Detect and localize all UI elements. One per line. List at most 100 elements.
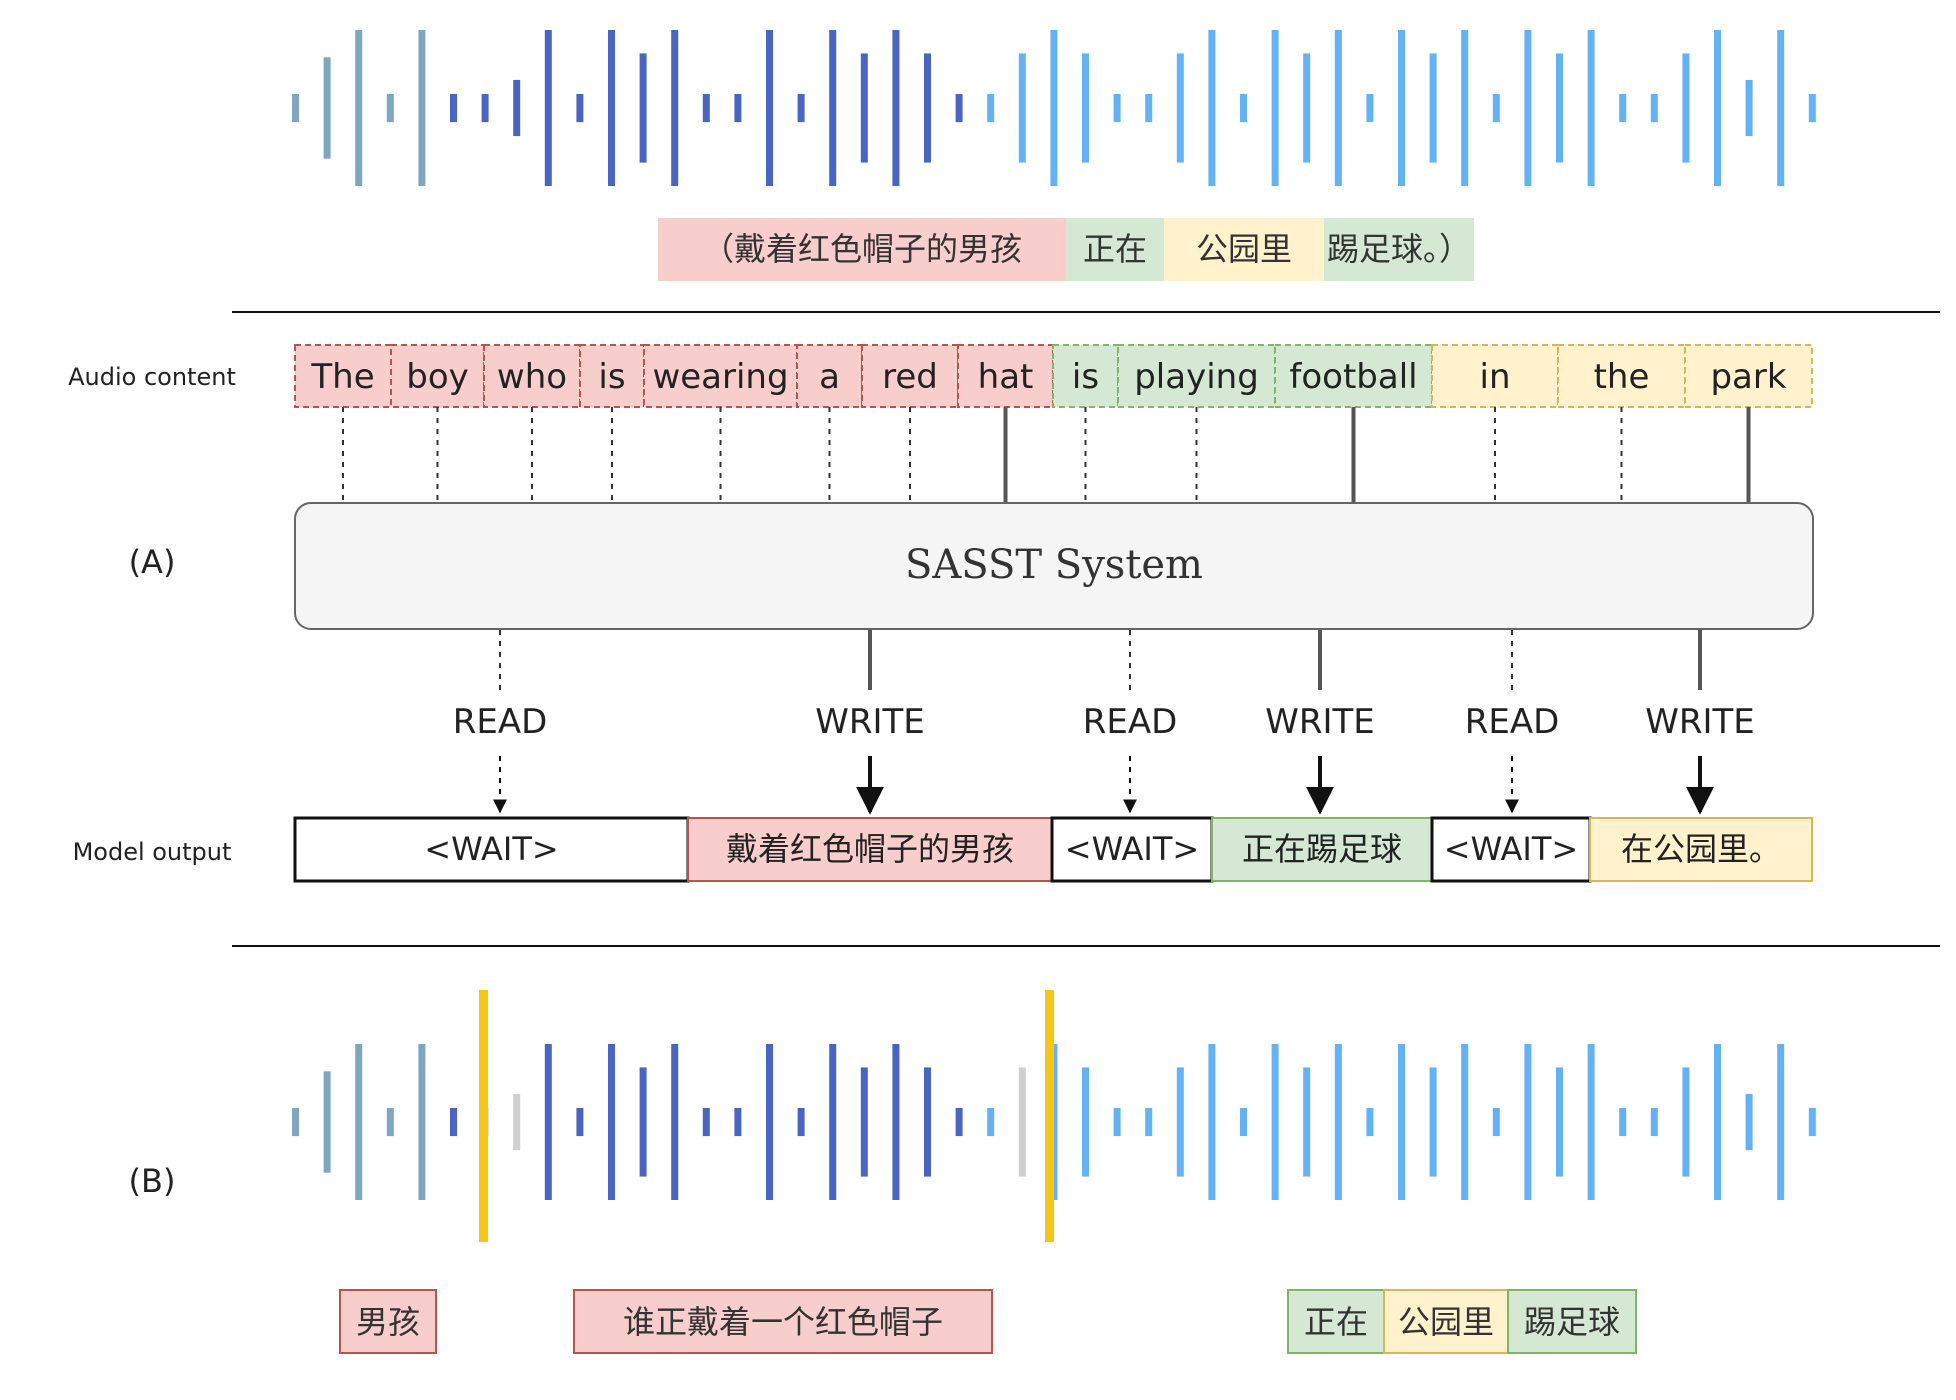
audio-waveform-top [292,30,1816,186]
waveform-bar [766,1044,773,1200]
audio-word-text: is [598,357,625,397]
bottom-segment: 正在 [1287,1289,1385,1354]
audio-word-box [1684,344,1813,408]
audio-word-text: the [1594,357,1650,397]
waveform-bar [450,94,457,123]
bottom-segment-text: 男孩 [356,1303,420,1341]
audio-word-text: The [310,357,374,397]
action-label: WRITE [1645,702,1755,742]
bottom-segment-box [573,1289,993,1354]
waveform-bar [1176,1067,1184,1177]
waveform-bar [860,53,868,163]
waveform-bar [576,94,584,123]
waveform-bar [1018,53,1026,163]
bottom-segment-strip: 男孩 谁正戴着一个红色帽子 正在公园里踢足球 [339,1289,1637,1354]
bottom-segment-box [339,1289,437,1354]
waveform-bar [797,94,805,123]
waveform-bar [513,1093,521,1151]
waveform-bar [1145,1108,1153,1137]
waveform-bar [355,30,363,186]
audio-word: boy [390,344,485,503]
waveform-bar [292,94,299,123]
waveform-bar [1524,1044,1532,1200]
bottom-segment-text: 谁正戴着一个红色帽子 [623,1303,943,1341]
top-translation-box [1066,218,1164,281]
model-output-text: 在公园里。 [1621,830,1781,868]
waveform-bar [1240,94,1247,123]
audio-word: red [861,344,959,503]
top-translation-text: （戴着红色帽子的男孩 [702,230,1022,268]
bottom-segment-box [1507,1289,1637,1354]
waveform-bar [1334,1044,1342,1200]
audio-word: is [1052,344,1119,503]
waveform-bar [544,1044,552,1200]
top-translation-segment: （戴着红色帽子的男孩 [658,218,1066,281]
model-output-box [1211,817,1433,882]
waveform-bar [608,1044,615,1200]
waveform-bar [924,1067,931,1177]
waveform-bar [987,94,995,123]
action-label: READ [1083,702,1178,742]
audio-word-text: hat [978,357,1034,397]
model-output-row: <WAIT>戴着红色帽子的男孩<WAIT>正在踢足球<WAIT>在公园里。 [293,816,1813,883]
waveform-bar [766,30,773,186]
waveform-bar [892,30,900,186]
waveform-bar [1303,53,1311,163]
waveform-bar [1619,94,1627,123]
model-output-box [293,816,690,883]
action-label: WRITE [815,702,925,742]
waveform-bar [1587,1044,1595,1200]
bottom-segment-text: 正在 [1304,1303,1368,1341]
waveform-bar [1082,1067,1089,1177]
sasst-system-rect [294,502,1814,630]
waveform-bar [1492,1108,1500,1137]
waveform-bar [955,94,963,123]
waveform-bar [1650,94,1658,123]
waveform-bar [1018,1067,1026,1177]
waveform-bar [1808,94,1816,123]
waveform-bar [1398,30,1405,186]
waveform-bar [1650,1108,1658,1137]
model-output-text: <WAIT> [1065,830,1199,868]
waveform-bar [1271,1044,1279,1200]
waveform-bar [1113,94,1121,123]
audio-waveform-bottom [292,990,1816,1242]
bottom-segment: 男孩 [339,1289,437,1354]
segment-cut-marker [1045,990,1054,1242]
model-output-box [1589,817,1813,882]
audio-word-text: in [1480,357,1511,397]
audio-word: park [1684,344,1813,503]
audio-word-box [957,344,1054,408]
bottom-segment-box [1383,1289,1509,1354]
waveform-bar [1556,53,1563,163]
model-output-box [687,817,1053,882]
segment-cut-marker [479,990,488,1242]
top-translation-segment: 踢足球。） [1324,218,1474,281]
waveform-bar [1429,1067,1437,1177]
model-output-segment: 戴着红色帽子的男孩 [687,817,1053,882]
waveform-bar [639,53,647,163]
waveform-bar [418,30,426,186]
sasst-system-label: SASST System [905,542,1203,588]
waveform-bar [1208,1044,1216,1200]
section-b-label: (B) [129,1162,176,1200]
top-translation-segment: 公园里 [1164,218,1324,281]
waveform-bar [1556,1067,1563,1177]
bottom-segment: 公园里 [1383,1289,1509,1354]
model-output-text: <WAIT> [1444,830,1578,868]
waveform-bar [1303,1067,1311,1177]
waveform-bar [1682,1067,1690,1177]
audio-word-text: is [1072,357,1099,397]
waveform-bar [1113,1108,1121,1137]
policy-action: WRITE [815,630,925,815]
bottom-segment: 踢足球 [1507,1289,1637,1354]
bottom-segment-text: 踢足球 [1524,1303,1620,1341]
model-output-text: 戴着红色帽子的男孩 [726,830,1014,868]
waveform-bar [1587,30,1595,186]
audio-word-box [1431,344,1559,408]
top-translation-strip: （戴着红色帽子的男孩正在公园里踢足球。） [658,218,1474,281]
sasst-system-box: SASST System [294,502,1814,630]
